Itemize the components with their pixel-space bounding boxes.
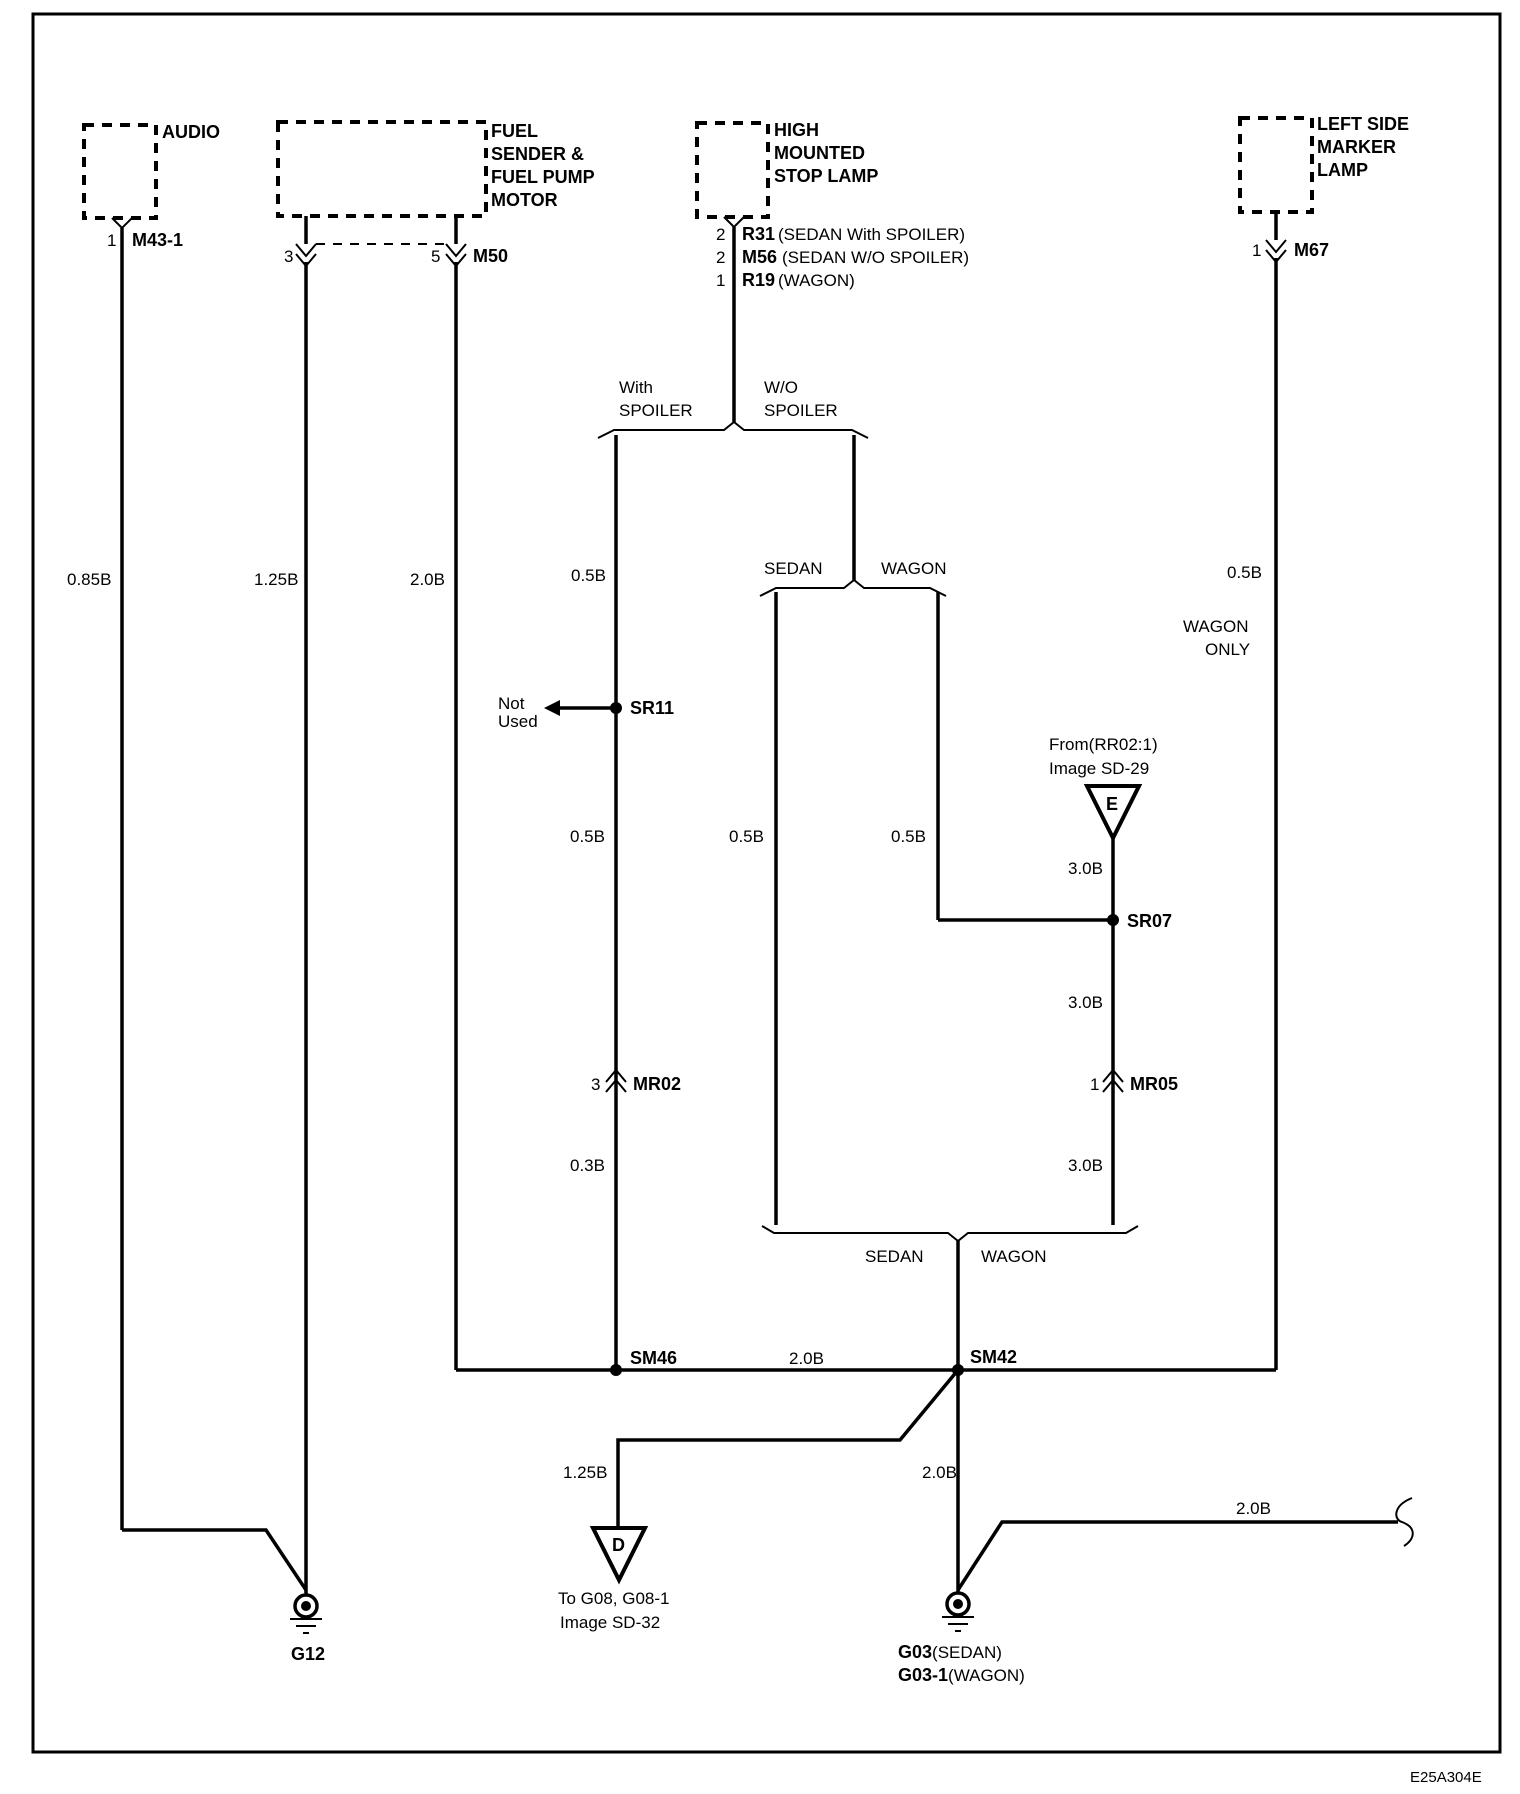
svg-text:3.0B: 3.0B [1068, 993, 1103, 1012]
svg-text:FUEL PUMP: FUEL PUMP [491, 167, 595, 187]
offpage-connector-e[interactable]: E [1083, 784, 1143, 843]
svg-text:SEDAN: SEDAN [764, 559, 823, 578]
svg-text:MOTOR: MOTOR [491, 190, 558, 210]
wire-to-d [616, 1368, 960, 1528]
svg-text:0.5B: 0.5B [729, 827, 764, 846]
branch-brace-spoiler [597, 420, 869, 439]
ground-g03-label: G03(SEDAN) [898, 1642, 1002, 1662]
svg-text:SR11: SR11 [630, 698, 674, 718]
svg-text:With: With [619, 378, 653, 397]
connector-chevron-icon [605, 1068, 627, 1093]
wire-break-icon [1395, 1497, 1414, 1547]
connector-r19: R19 [742, 270, 775, 290]
wire-right-out [956, 1520, 1398, 1591]
svg-text:1.25B: 1.25B [254, 570, 298, 589]
svg-text:LEFT SIDE: LEFT SIDE [1317, 114, 1409, 134]
svg-text:SPOILER: SPOILER [764, 401, 838, 420]
svg-text:MARKER: MARKER [1317, 137, 1396, 157]
splice-sr07[interactable] [1107, 914, 1119, 926]
connector-m67: M67 [1294, 240, 1329, 260]
connector-chevron-icon [1102, 1068, 1124, 1093]
svg-text:SPOILER: SPOILER [619, 401, 693, 420]
svg-text:SENDER &: SENDER & [491, 144, 584, 164]
svg-text:E: E [1106, 794, 1118, 814]
ground-g03-icon [942, 1591, 974, 1632]
svg-text:0.5B: 0.5B [570, 827, 605, 846]
svg-text:ONLY: ONLY [1205, 640, 1250, 659]
svg-text:2.0B: 2.0B [789, 1349, 824, 1368]
svg-text:2.0B: 2.0B [922, 1463, 957, 1482]
splice-sm46[interactable] [610, 1364, 622, 1376]
ground-g12-label: G12 [291, 1644, 325, 1664]
svg-text:3.0B: 3.0B [1068, 1156, 1103, 1175]
connector-r31: R31 [742, 224, 775, 244]
hmsl-component[interactable]: HIGH MOUNTED STOP LAMP [695, 120, 878, 219]
svg-text:1.25B: 1.25B [563, 1463, 607, 1482]
svg-text:1: 1 [1090, 1075, 1099, 1094]
svg-text:(WAGON): (WAGON) [778, 271, 855, 290]
svg-text:5: 5 [431, 247, 440, 266]
svg-text:1: 1 [716, 271, 725, 290]
svg-text:0.85B: 0.85B [67, 570, 111, 589]
svg-text:D: D [612, 1535, 625, 1555]
svg-text:0.5B: 0.5B [571, 566, 606, 585]
svg-text:1: 1 [107, 231, 116, 250]
branch-brace-sedan-wagon [759, 578, 947, 597]
svg-text:WAGON: WAGON [981, 1247, 1046, 1266]
svg-text:3: 3 [591, 1075, 600, 1094]
svg-text:Image SD-32: Image SD-32 [560, 1613, 660, 1632]
svg-text:SM46: SM46 [630, 1348, 677, 1368]
svg-text:From(RR02:1): From(RR02:1) [1049, 735, 1158, 754]
svg-text:WAGON: WAGON [1183, 617, 1248, 636]
connector-m56: M56 [742, 247, 777, 267]
svg-text:W/O: W/O [764, 378, 798, 397]
svg-text:STOP LAMP: STOP LAMP [774, 166, 878, 186]
svg-text:To G08, G08-1: To G08, G08-1 [558, 1589, 670, 1608]
audio-label: AUDIO [162, 122, 220, 142]
svg-text:FUEL: FUEL [491, 121, 538, 141]
arrow-left-icon [544, 700, 560, 716]
svg-text:2.0B: 2.0B [1236, 1499, 1271, 1518]
svg-text:SM42: SM42 [970, 1347, 1017, 1367]
svg-text:Used: Used [498, 712, 538, 731]
connector-mr02: MR02 [633, 1074, 681, 1094]
audio-component[interactable]: AUDIO 1 M43-1 [82, 122, 220, 250]
fuel-sender-component[interactable]: FUEL SENDER & FUEL PUMP MOTOR [276, 120, 595, 218]
branch-brace-sedan-wagon-bottom [761, 1225, 1139, 1243]
svg-text:Not: Not [498, 694, 525, 713]
svg-text:3.0B: 3.0B [1068, 859, 1103, 878]
svg-text:(SEDAN With SPOILER): (SEDAN With SPOILER) [778, 225, 965, 244]
svg-text:0.5B: 0.5B [1227, 563, 1262, 582]
connector-mr05: MR05 [1130, 1074, 1178, 1094]
offpage-connector-d[interactable]: D [589, 1526, 649, 1585]
svg-text:1: 1 [1252, 241, 1261, 260]
svg-text:(SEDAN W/O SPOILER): (SEDAN W/O SPOILER) [782, 248, 969, 267]
svg-text:HIGH: HIGH [774, 120, 819, 140]
svg-text:Image SD-29: Image SD-29 [1049, 759, 1149, 778]
marker-lamp-component[interactable]: LEFT SIDE MARKER LAMP [1238, 114, 1409, 214]
connector-m50: M50 [473, 246, 508, 266]
svg-text:WAGON: WAGON [881, 559, 946, 578]
svg-text:SR07: SR07 [1127, 911, 1172, 931]
connector-m43-1: M43-1 [132, 230, 183, 250]
ground-g03-1-label: G03-1(WAGON) [898, 1665, 1025, 1685]
svg-text:LAMP: LAMP [1317, 160, 1368, 180]
ground-g12-icon [290, 1593, 322, 1634]
svg-text:0.5B: 0.5B [891, 827, 926, 846]
diagram-code: E25A304E [1410, 1769, 1482, 1786]
svg-text:0.3B: 0.3B [570, 1156, 605, 1175]
svg-text:SEDAN: SEDAN [865, 1247, 924, 1266]
svg-text:2: 2 [716, 248, 725, 267]
diagram-frame [31, 12, 1502, 1754]
svg-text:3: 3 [284, 247, 293, 266]
svg-text:2: 2 [716, 225, 725, 244]
splice-sr11[interactable] [610, 702, 622, 714]
svg-text:MOUNTED: MOUNTED [774, 143, 865, 163]
svg-text:2.0B: 2.0B [410, 570, 445, 589]
